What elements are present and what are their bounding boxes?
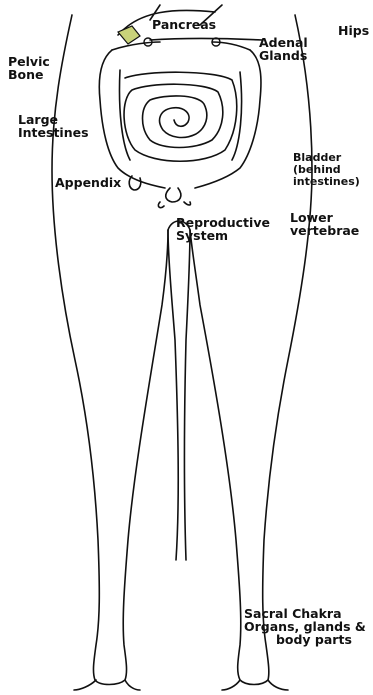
reproductive-outline: [158, 188, 190, 208]
bladder-label: Bladder(behindintestines): [293, 152, 360, 188]
small-intestine-coil: [124, 72, 237, 161]
pancreas-label: Pancreas: [152, 18, 216, 31]
lower-vertebrae-label: Lowervertebrae: [290, 211, 359, 237]
pelvic-bone-label: PelvicBone: [8, 55, 50, 81]
pelvic-rim: [112, 42, 250, 50]
reproductive-system-label: ReproductiveSystem: [176, 216, 270, 242]
appendix-outline: [129, 176, 141, 190]
hips-label: Hips: [338, 24, 369, 37]
inner-leg-lines: [168, 230, 190, 560]
adrenal-glands-label: AdenalGlands: [259, 36, 308, 62]
adrenal-line: [150, 39, 262, 41]
left-leg-outer-outline: [190, 15, 312, 685]
pancreas-organ: [118, 26, 140, 44]
large-intestines-label: LargeIntestines: [18, 113, 89, 139]
appendix-label: Appendix: [55, 176, 121, 189]
caption: Sacral Chakra Organs, glands & body part…: [244, 607, 366, 646]
